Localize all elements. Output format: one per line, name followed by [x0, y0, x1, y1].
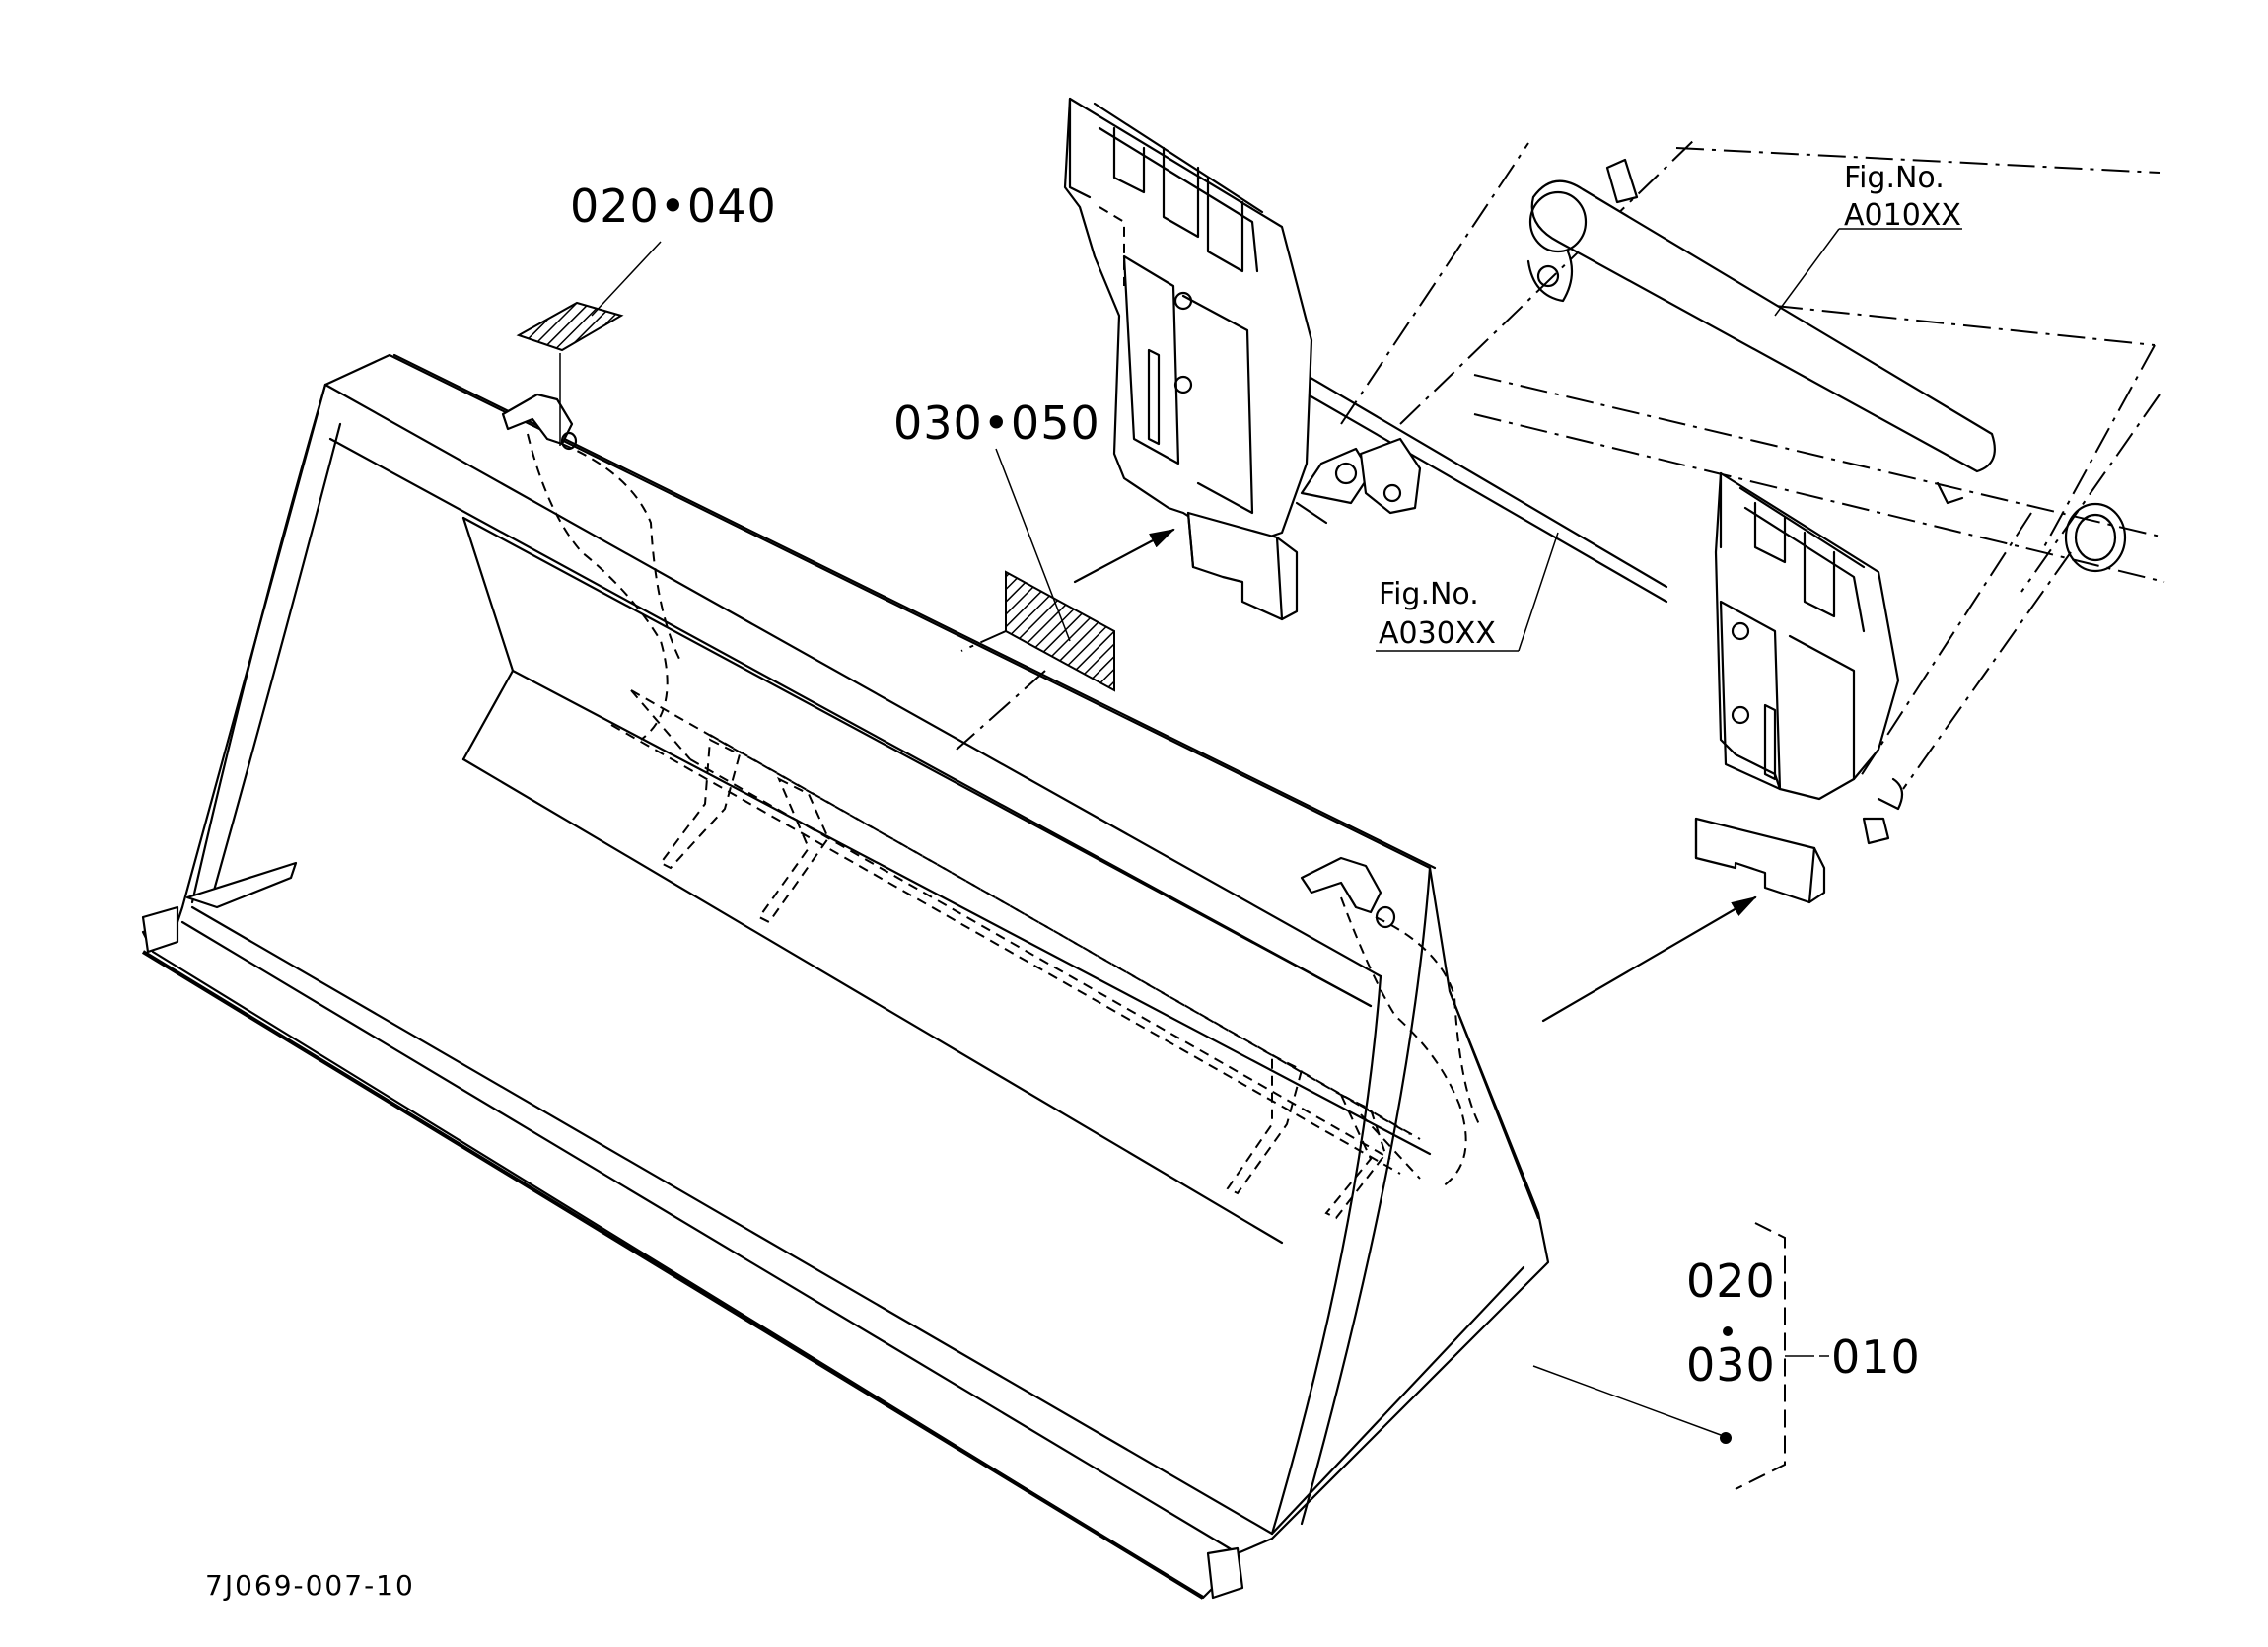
loader-bucket	[141, 353, 1550, 1600]
left-mount-bracket	[1063, 97, 1422, 621]
assembly-arrows	[1073, 528, 1757, 1023]
arrow-right-bracket	[1541, 895, 1757, 1023]
decal-top	[516, 301, 624, 446]
fig-number-upper: A010XX	[1844, 198, 1961, 233]
decal-middle	[1005, 570, 1115, 692]
fig-label-lower: Fig.No.	[1379, 577, 1479, 611]
callout-020-040: 020•040	[570, 179, 777, 233]
callout-010: 010	[1831, 1330, 1921, 1384]
loader-boom-frame	[1262, 137, 2165, 811]
callout-030-050: 030•050	[893, 396, 1100, 450]
callout-020: 020	[1686, 1254, 1776, 1308]
fig-label-upper: Fig.No.	[1844, 161, 1945, 195]
drawing-code: 7J069-007-10	[205, 1569, 415, 1602]
right-mount-bracket	[1694, 471, 1900, 904]
arrow-left-bracket	[1073, 528, 1175, 584]
leader-lines	[591, 228, 1962, 1490]
fig-number-lower: A030XX	[1379, 616, 1496, 651]
callout-030: 030	[1686, 1338, 1776, 1392]
